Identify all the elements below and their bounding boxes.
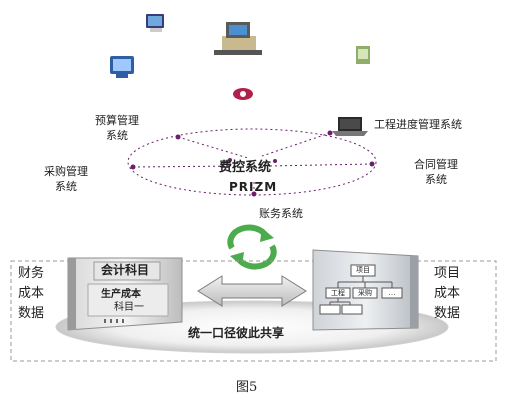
node-procurement-label: 采购管理 系统 xyxy=(44,165,88,193)
figure-caption: 图5 xyxy=(236,380,258,395)
org-child-label-1: 工程 xyxy=(331,289,345,297)
org-child-label-2: 采购 xyxy=(358,289,372,297)
org-node-root xyxy=(350,264,376,277)
org-node-child-2 xyxy=(352,287,378,299)
cabinet-line-1: 生产成本 xyxy=(101,289,141,300)
cycle-arrowhead-2 xyxy=(230,252,244,266)
laptop-icon xyxy=(332,117,368,136)
finance-cost-data-label: 财务 成本 数据 xyxy=(18,266,45,321)
monitor-icon-top xyxy=(146,14,164,32)
center-system-title: 费控系统 xyxy=(219,160,272,175)
org-node-child-3 xyxy=(381,287,403,299)
desktop-computer-icon xyxy=(214,22,262,55)
node-budget-label: 预算管理 系统 xyxy=(95,114,139,142)
org-node-leaf-2 xyxy=(341,304,363,315)
node-schedule-label: 工程进度管理系统 xyxy=(374,118,462,131)
double-arrow xyxy=(197,275,307,307)
org-root-label: 项目 xyxy=(356,266,370,274)
org-child-label-3: … xyxy=(388,289,396,297)
system-network-ellipse xyxy=(127,128,377,196)
node-contract-label: 合同管理 系统 xyxy=(414,158,458,186)
center-product-name: PRIZM xyxy=(229,180,278,194)
cabinet-line-2: 科目一 xyxy=(114,302,144,313)
node-accounting-label: 账务系统 xyxy=(259,207,303,220)
project-cost-data-label: 项目 成本 数据 xyxy=(434,266,461,321)
monitor-icon-left xyxy=(110,56,134,78)
accounting-cabinet xyxy=(67,257,183,331)
connection-lines xyxy=(132,132,373,194)
platform-border xyxy=(10,260,497,362)
project-cabinet xyxy=(312,249,419,331)
cabinet-title: 会计科目 xyxy=(101,263,150,277)
org-node-child-1 xyxy=(325,287,351,299)
shared-data-label: 统一口径彼此共享 xyxy=(188,326,285,340)
org-node-leaf-1 xyxy=(319,304,341,315)
network-dots xyxy=(130,130,375,197)
eye-icon xyxy=(233,88,253,100)
cycle-arrowhead-1 xyxy=(260,228,274,242)
network-box-icon xyxy=(356,46,370,64)
